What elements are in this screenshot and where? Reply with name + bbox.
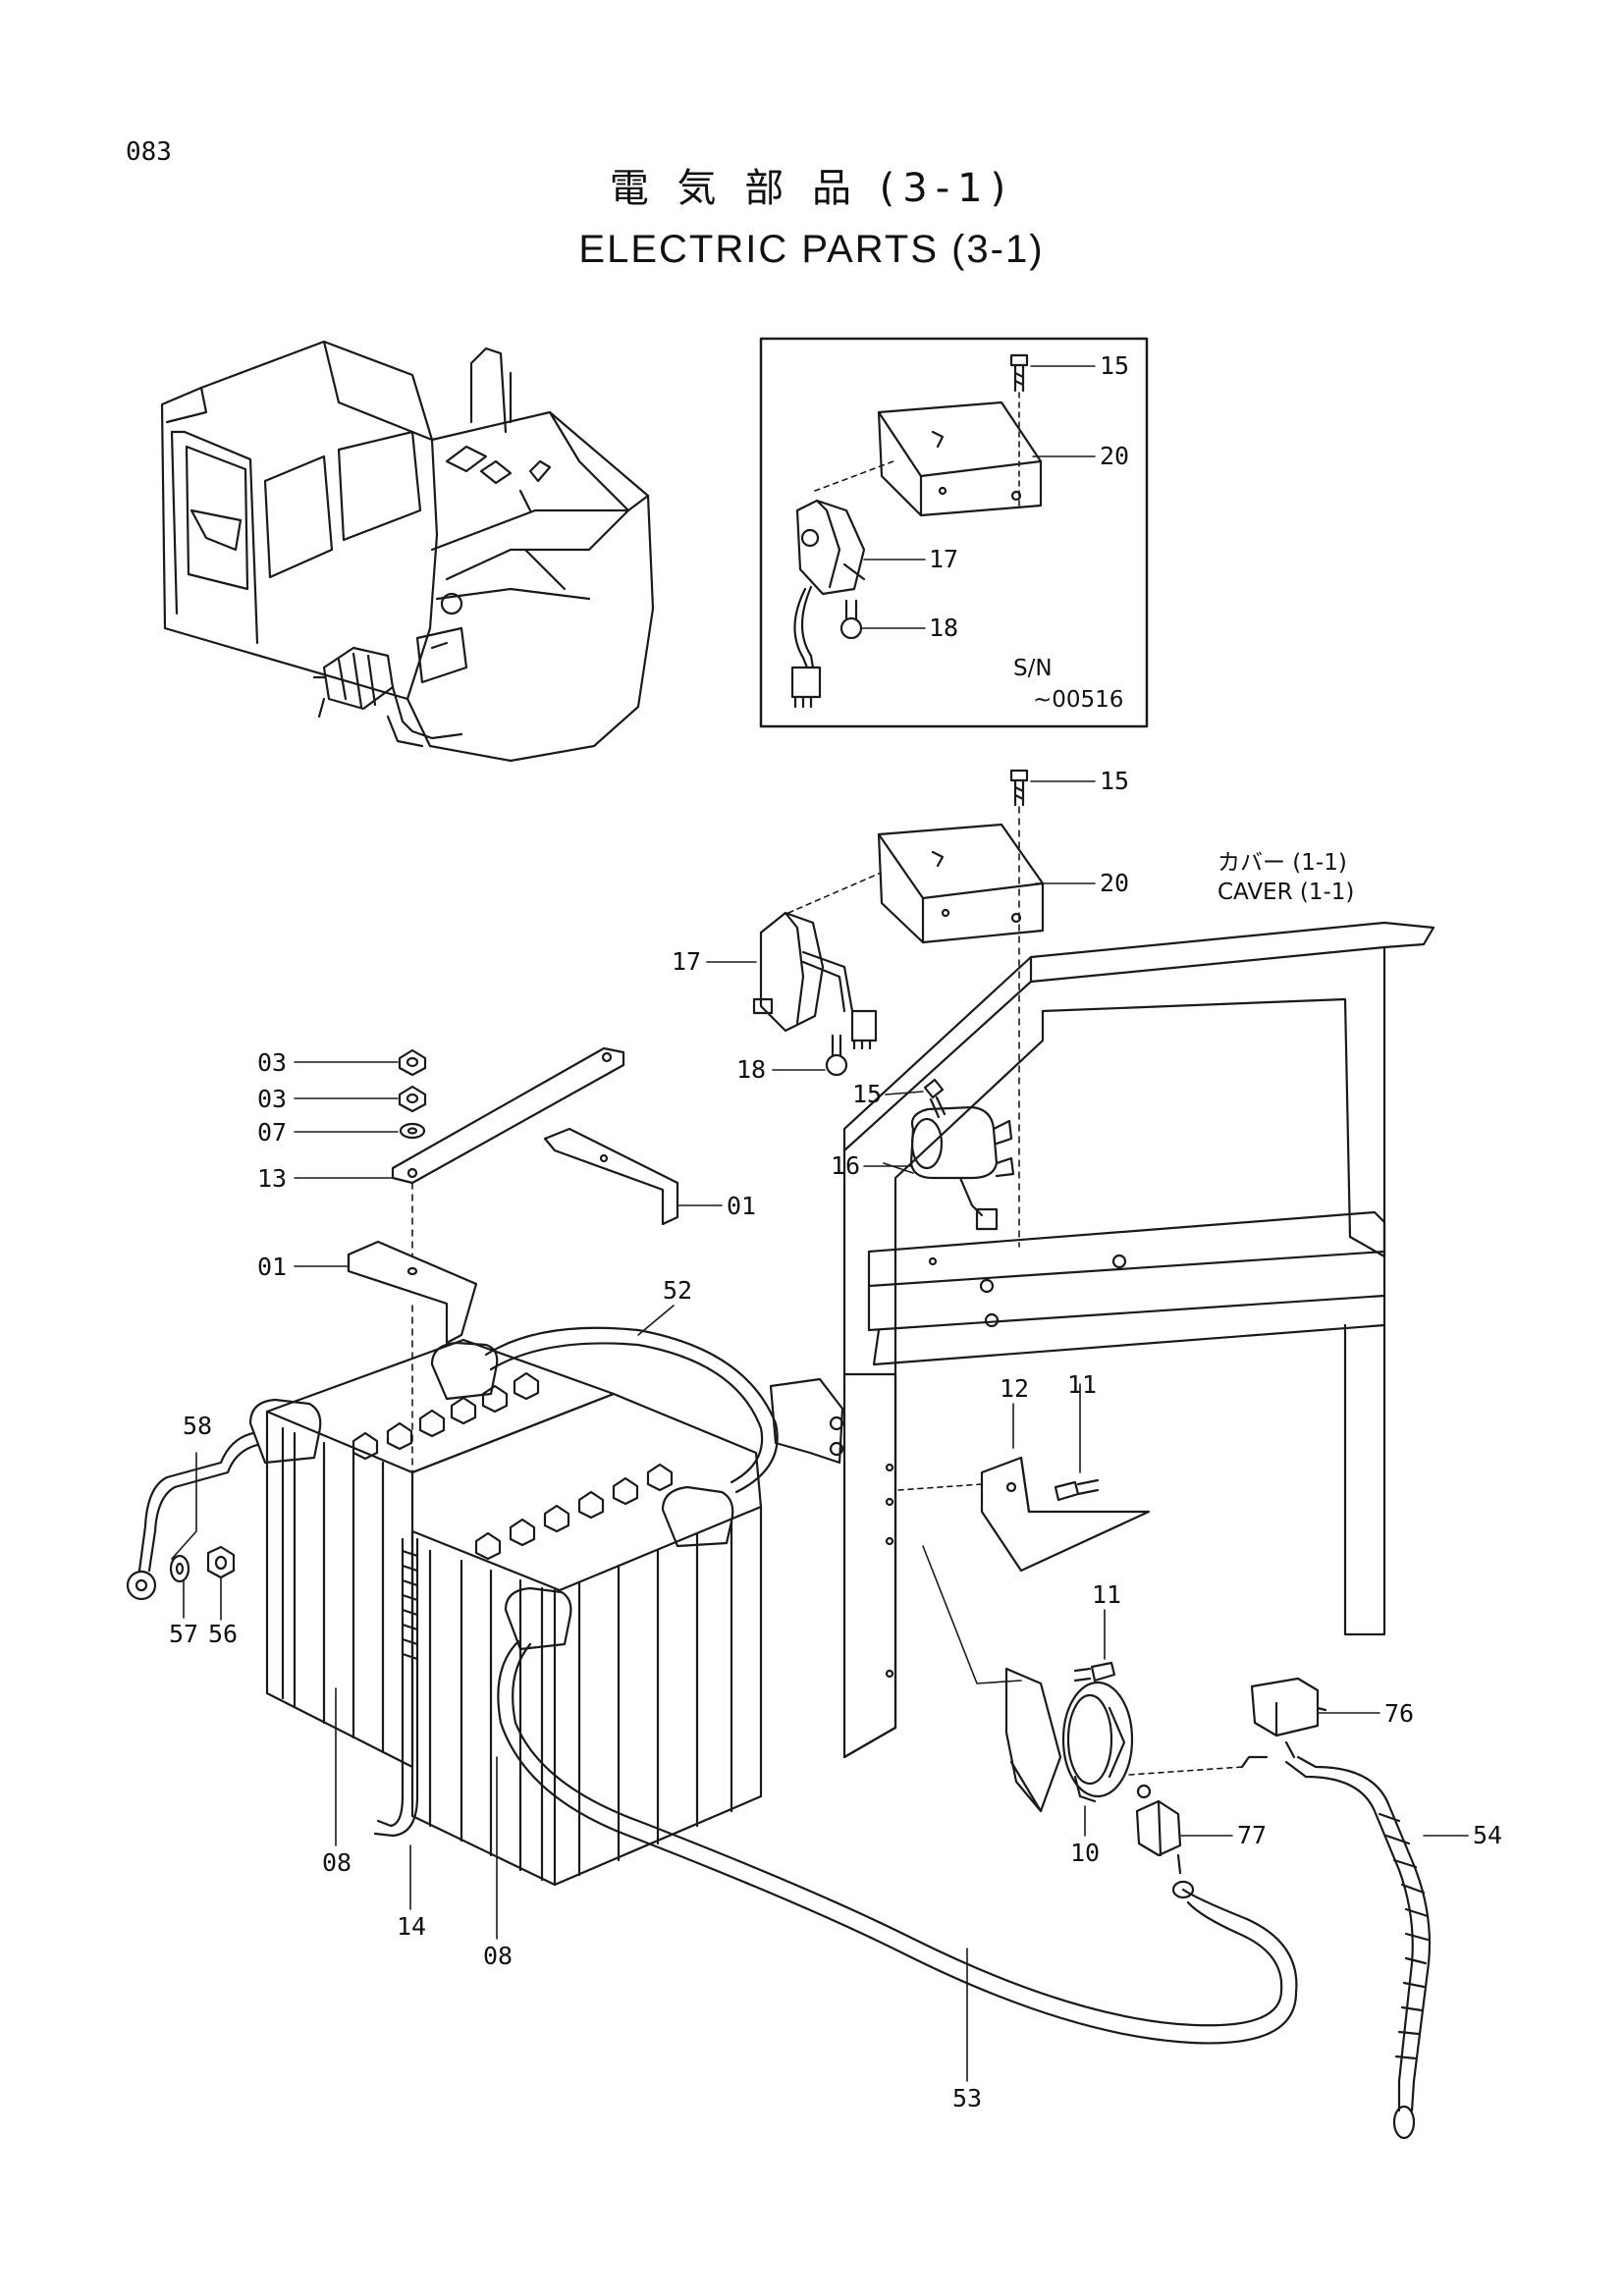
- callout-57: 57: [169, 1620, 199, 1648]
- inset-serial-label: S/N: [1013, 656, 1053, 681]
- callout-10: 10: [1070, 1839, 1101, 1867]
- callout-07: 07: [257, 1118, 288, 1147]
- callout-16: 16: [831, 1151, 861, 1180]
- callout-18: 18: [736, 1055, 767, 1084]
- cover-reference-en: CAVER (1-1): [1217, 880, 1355, 905]
- callout-01-left: 01: [257, 1253, 288, 1281]
- title-japanese: 電 気 部 品 (3-1): [609, 166, 1014, 211]
- connectors-and-ground-cable: [1135, 1677, 1432, 2140]
- callout-17: 17: [672, 947, 702, 976]
- callout-11-lower: 11: [1092, 1580, 1122, 1609]
- callout-76: 76: [1384, 1699, 1415, 1728]
- callout-15-mid: 15: [852, 1080, 883, 1108]
- cover-reference-jp: カバー (1-1): [1217, 850, 1347, 876]
- callout-13: 13: [257, 1164, 288, 1193]
- battery-hold-down-hardware: [347, 1046, 679, 1838]
- callout-11-upper: 11: [1067, 1370, 1098, 1399]
- callout-14: 14: [397, 1912, 427, 1941]
- callout-52: 52: [663, 1276, 693, 1305]
- callout-03-first: 03: [257, 1048, 288, 1077]
- callout-15-top: 15: [1100, 767, 1130, 795]
- inset-serial-range: ~00516: [1033, 687, 1124, 713]
- page-number: 083: [126, 137, 172, 167]
- callout-01-right: 01: [727, 1192, 757, 1220]
- callout-08-right: 08: [483, 1942, 514, 1970]
- battery-pair: [126, 1326, 1298, 2045]
- callout-08-left: 08: [322, 1848, 352, 1877]
- callout-03-second: 03: [257, 1085, 288, 1113]
- callout-58: 58: [183, 1412, 213, 1440]
- horn-assembly: [980, 1383, 1243, 1837]
- relay-assembly: [706, 769, 1096, 1248]
- title-english: ELECTRIC PARTS (3-1): [578, 228, 1045, 271]
- battery-caps: [352, 1371, 674, 1561]
- callout-leader-lines: [171, 1061, 1469, 2082]
- callout-56: 56: [208, 1620, 239, 1648]
- callout-20-top: 20: [1100, 869, 1130, 897]
- callout-77: 77: [1237, 1821, 1268, 1849]
- callout-12: 12: [1000, 1374, 1030, 1403]
- inset-box-early-serial: [759, 337, 1149, 728]
- callout-54: 54: [1473, 1821, 1503, 1849]
- inset-callout-bolt: 15: [1100, 351, 1130, 380]
- inset-callout-bracket: 20: [1100, 442, 1130, 470]
- excavator-overview-illustration: [160, 340, 655, 763]
- callout-53: 53: [952, 2084, 983, 2112]
- inset-callout-relay: 17: [929, 545, 959, 573]
- inset-callout-screw: 18: [929, 614, 959, 642]
